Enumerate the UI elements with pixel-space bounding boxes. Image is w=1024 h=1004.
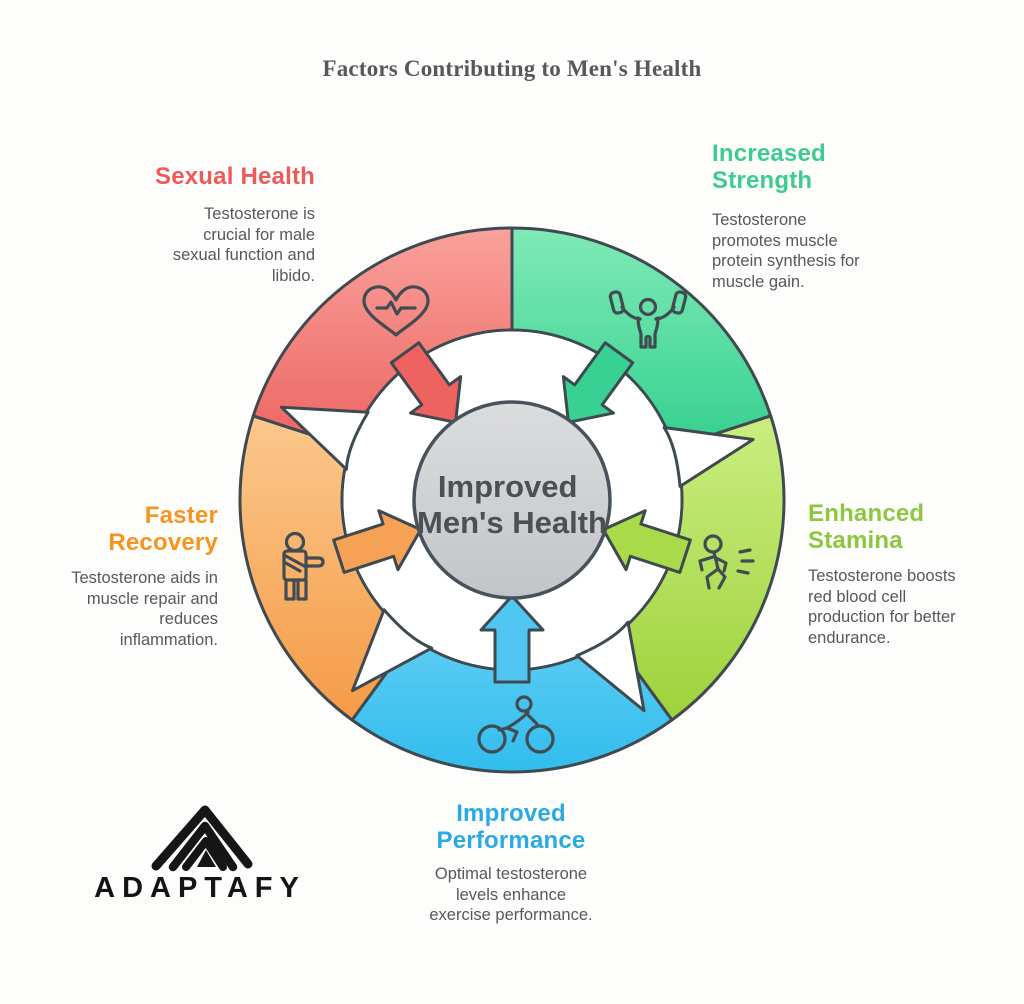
flow-chevron xyxy=(350,608,434,693)
arm-sling-icon xyxy=(282,531,325,601)
arrow-improved-performance xyxy=(479,594,545,684)
arrow-enhanced-stamina xyxy=(601,509,692,574)
arrow-sexual-health xyxy=(389,341,463,424)
factor-label: Increased Strength xyxy=(712,140,826,194)
factor-enhanced-stamina: Enhanced Stamina Testosterone boosts red… xyxy=(808,500,998,648)
flow-chevron xyxy=(662,425,755,488)
center-label: Improved Men's Health xyxy=(417,469,607,540)
factor-sexual-health: Sexual Health Testosterone is crucial fo… xyxy=(120,163,315,286)
overhead-press-icon xyxy=(608,290,688,349)
heartbeat-icon xyxy=(362,285,430,337)
flow-chevron xyxy=(279,405,370,471)
factor-improved-performance: Improved Performance Optimal testosteron… xyxy=(411,800,611,926)
segment-enhanced-stamina xyxy=(610,414,786,722)
adaptafy-logo-text: ADAPTAFY xyxy=(94,872,306,904)
cyclist-icon xyxy=(477,695,555,754)
segment-sexual-health xyxy=(251,226,514,449)
factor-description: Testosterone promotes muscle protein syn… xyxy=(712,211,860,291)
arrow-increased-strength xyxy=(561,341,635,424)
factor-description: Optimal testosterone levels enhance exer… xyxy=(429,865,593,924)
factor-increased-strength: Increased Strength Testosterone promotes… xyxy=(712,140,862,292)
segment-faster-recovery xyxy=(238,414,414,722)
factor-description: Testosterone is crucial for male sexual … xyxy=(172,205,315,285)
factor-label: Improved Performance xyxy=(436,800,586,854)
flow-chevron xyxy=(575,620,646,713)
factor-label: Enhanced Stamina xyxy=(808,500,925,554)
runner-icon xyxy=(698,534,755,590)
factor-faster-recovery: Faster Recovery Testosterone aids in mus… xyxy=(40,502,218,650)
factor-label: Sexual Health xyxy=(155,163,315,190)
factor-description: Testosterone aids in muscle repair and r… xyxy=(71,569,218,649)
segment-improved-performance xyxy=(350,636,674,774)
arrow-faster-recovery xyxy=(332,509,423,574)
factor-label: Faster Recovery xyxy=(108,502,218,556)
center-circle xyxy=(412,400,612,600)
factor-description: Testosterone boosts red blood cell produ… xyxy=(808,567,956,647)
page-title: Factors Contributing to Men's Health xyxy=(322,56,702,81)
adaptafy-logo-icon xyxy=(151,805,253,872)
